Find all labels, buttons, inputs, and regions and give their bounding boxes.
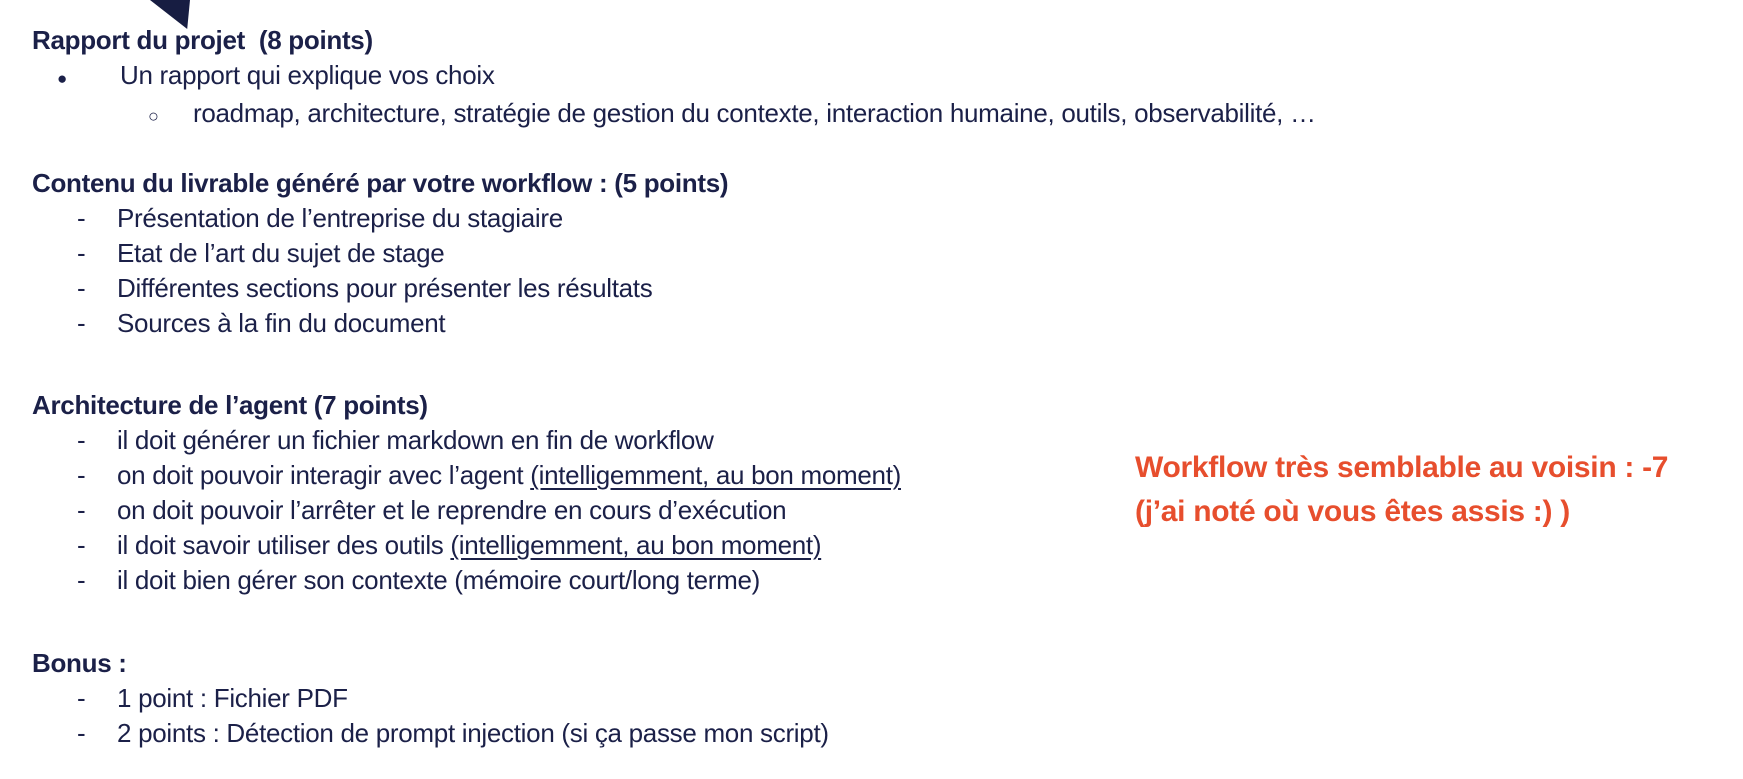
list-item: ● Un rapport qui explique vos choix — [55, 58, 1723, 96]
list-item: - il doit savoir utiliser des outils (in… — [77, 528, 1723, 563]
list-item: - Etat de l’art du sujet de stage — [77, 236, 1723, 271]
list-item-text: Un rapport qui explique vos choix — [120, 60, 495, 90]
list-item: - il doit bien gérer son contexte (mémoi… — [77, 563, 1723, 598]
section-heading: Architecture de l’agent (7 points) — [32, 390, 428, 420]
bullet-disc-icon: ● — [57, 69, 67, 88]
bullet-dash-icon: - — [77, 425, 86, 455]
list-item-text: Différentes sections pour présenter les … — [117, 273, 653, 303]
list-item-text: il doit savoir utiliser des outils (inte… — [117, 530, 822, 560]
list-item-text: 2 points : Détection de prompt injection… — [117, 718, 829, 748]
bullet-dash-icon: - — [77, 460, 86, 490]
list-item: - Différentes sections pour présenter le… — [77, 271, 1723, 306]
bullet-dash-icon: - — [77, 203, 86, 233]
grader-comment-line1: Workflow très semblable au voisin : -7 — [1135, 451, 1669, 484]
list-item: - Présentation de l’entreprise du stagia… — [77, 201, 1723, 236]
section-heading: Rapport du projet (8 points) — [32, 25, 373, 55]
bullet-dash-icon: - — [77, 495, 86, 525]
list-item: ○ roadmap, architecture, stratégie de ge… — [148, 96, 1723, 134]
bullet-dash-icon: - — [77, 273, 86, 303]
list-item-text: on doit pouvoir interagir avec l’agent (… — [117, 460, 901, 490]
section-rapport-du-projet: Rapport du projet (8 points) ● Un rappor… — [32, 23, 1723, 134]
bullet-dash-icon: - — [77, 565, 86, 595]
list-item-text: roadmap, architecture, stratégie de gest… — [193, 98, 1316, 128]
bullet-dash-icon: - — [77, 683, 86, 713]
list-item-text: il doit générer un fichier markdown en f… — [117, 425, 714, 455]
bullet-dash-icon: - — [77, 308, 86, 338]
list-item-text: il doit bien gérer son contexte (mémoire… — [117, 565, 761, 595]
section-heading: Contenu du livrable généré par votre wor… — [32, 168, 729, 198]
section-contenu-du-livrable: Contenu du livrable généré par votre wor… — [32, 166, 1723, 341]
list-item: - 1 point : Fichier PDF — [77, 681, 1723, 716]
list-item: - il doit générer un fichier markdown en… — [77, 423, 1723, 458]
list-item: - on doit pouvoir interagir avec l’agent… — [77, 458, 1723, 493]
grader-comment: Workflow très semblable au voisin : -7 (… — [1135, 446, 1668, 534]
list-item-text: on doit pouvoir l’arrêter et le reprendr… — [117, 495, 787, 525]
grader-comment-line2: (j’ai noté où vous êtes assis :) ) — [1135, 495, 1570, 528]
section-heading: Bonus : — [32, 648, 127, 678]
underlined-text: (intelligemment, au bon moment) — [450, 530, 822, 560]
bullet-circle-icon: ○ — [148, 106, 159, 126]
list-item-text: Etat de l’art du sujet de stage — [117, 238, 445, 268]
list-item: - on doit pouvoir l’arrêter et le repren… — [77, 493, 1723, 528]
list-item-text: Présentation de l’entreprise du stagiair… — [117, 203, 563, 233]
section-bonus: Bonus : - 1 point : Fichier PDF - 2 poin… — [32, 646, 1723, 751]
bullet-dash-icon: - — [77, 238, 86, 268]
list-item-text: Sources à la fin du document — [117, 308, 446, 338]
list-item: - 2 points : Détection de prompt injecti… — [77, 716, 1723, 751]
section-architecture-agent: Architecture de l’agent (7 points) - il … — [32, 388, 1723, 598]
underlined-text: (intelligemment, au bon moment) — [530, 460, 901, 490]
bullet-dash-icon: - — [77, 530, 86, 560]
bullet-dash-icon: - — [77, 718, 86, 748]
list-item: - Sources à la fin du document — [77, 306, 1723, 341]
list-item-text: 1 point : Fichier PDF — [117, 683, 348, 713]
